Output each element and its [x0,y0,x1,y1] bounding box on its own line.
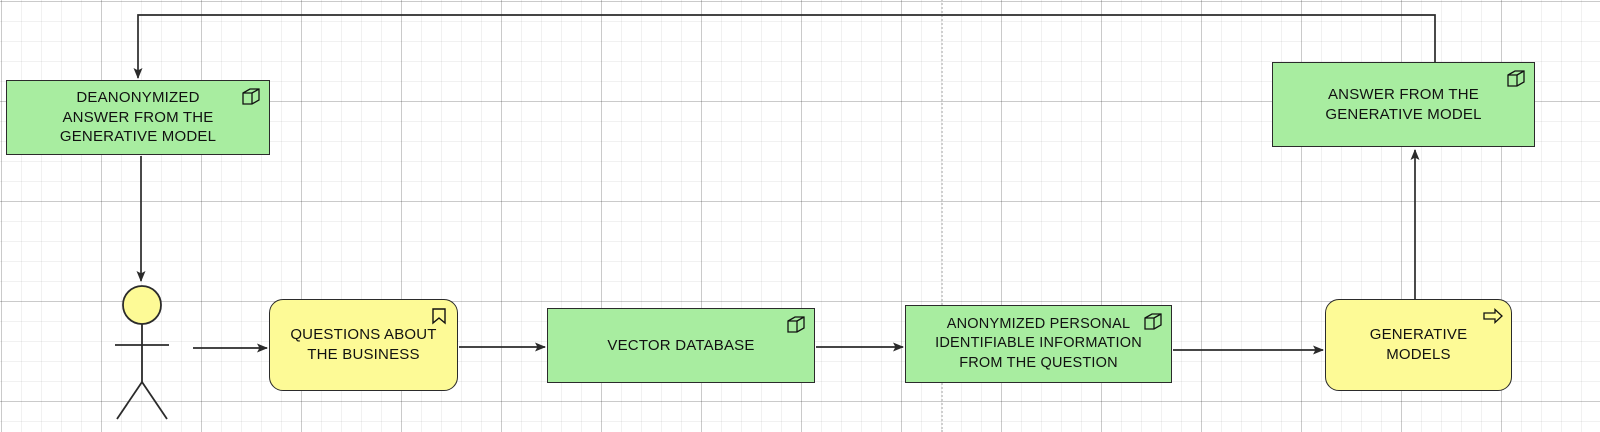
node-label: VECTOR DATABASE [607,336,755,354]
node-generative-models[interactable]: GENERATIVE MODELS [1325,299,1512,391]
edge-answer-to-deanonymized [133,14,1436,79]
bookmark-icon [432,308,446,325]
cube-icon [242,88,260,105]
node-label: ANSWER FROM THE GENERATIVE MODEL [1325,85,1482,123]
node-deanonymized-answer[interactable]: DEANONYMIZED ANSWER FROM THE GENERATIVE … [6,80,270,155]
node-label: DEANONYMIZED ANSWER FROM THE GENERATIVE … [59,88,217,146]
actor-icon [115,285,169,420]
node-anonymized-pii[interactable]: ANONYMIZED PERSONAL IDENTIFIABLE INFORMA… [905,305,1172,383]
arrow-right-icon [1483,308,1503,324]
node-questions-about-business[interactable]: QUESTIONS ABOUT THE BUSINESS [269,299,458,391]
node-label: QUESTIONS ABOUT THE BUSINESS [290,326,437,363]
vertical-guide-line [941,0,943,432]
node-answer-from-generative-model[interactable]: ANSWER FROM THE GENERATIVE MODEL [1272,62,1535,147]
node-actor-user[interactable] [105,283,185,428]
cube-icon [787,316,805,333]
cube-icon [1507,70,1525,87]
node-vector-database[interactable]: VECTOR DATABASE [547,308,815,383]
node-label: ANONYMIZED PERSONAL IDENTIFIABLE INFORMA… [935,316,1142,371]
node-label: GENERATIVE MODELS [1369,326,1468,363]
